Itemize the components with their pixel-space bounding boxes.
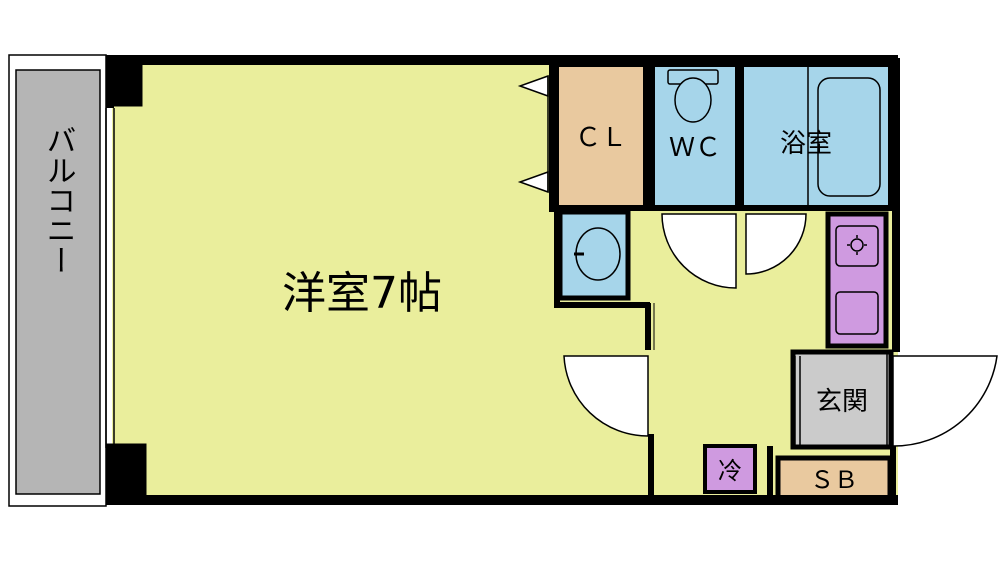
gas-stove-icon (835, 225, 879, 335)
washbasin-area (557, 209, 631, 301)
toilet-label: ＷＣ (669, 133, 721, 163)
bathroom (738, 61, 894, 211)
fridge-space (703, 444, 757, 494)
toilet-fixture-icon (667, 69, 719, 123)
washbasin-icon (574, 227, 621, 281)
shoe-box-label: ＳＢ (810, 466, 858, 494)
shoe-box (775, 455, 893, 501)
door-swings (563, 213, 998, 447)
balcony (8, 54, 107, 507)
entrance-door-frame (794, 352, 888, 446)
closet (553, 61, 649, 211)
closet-doors (517, 74, 549, 194)
walls (105, 55, 900, 505)
closet-label: ＣＬ (575, 123, 627, 153)
entrance-label: 玄関 (816, 387, 868, 417)
fridge-label: 冷 (718, 457, 742, 485)
bathroom-label: 浴室 (780, 129, 832, 159)
western-room-label: 洋室7帖 (282, 268, 442, 319)
balcony-label: バルコニー (41, 125, 76, 275)
entrance (790, 349, 894, 450)
bathtub-icon (807, 66, 881, 206)
